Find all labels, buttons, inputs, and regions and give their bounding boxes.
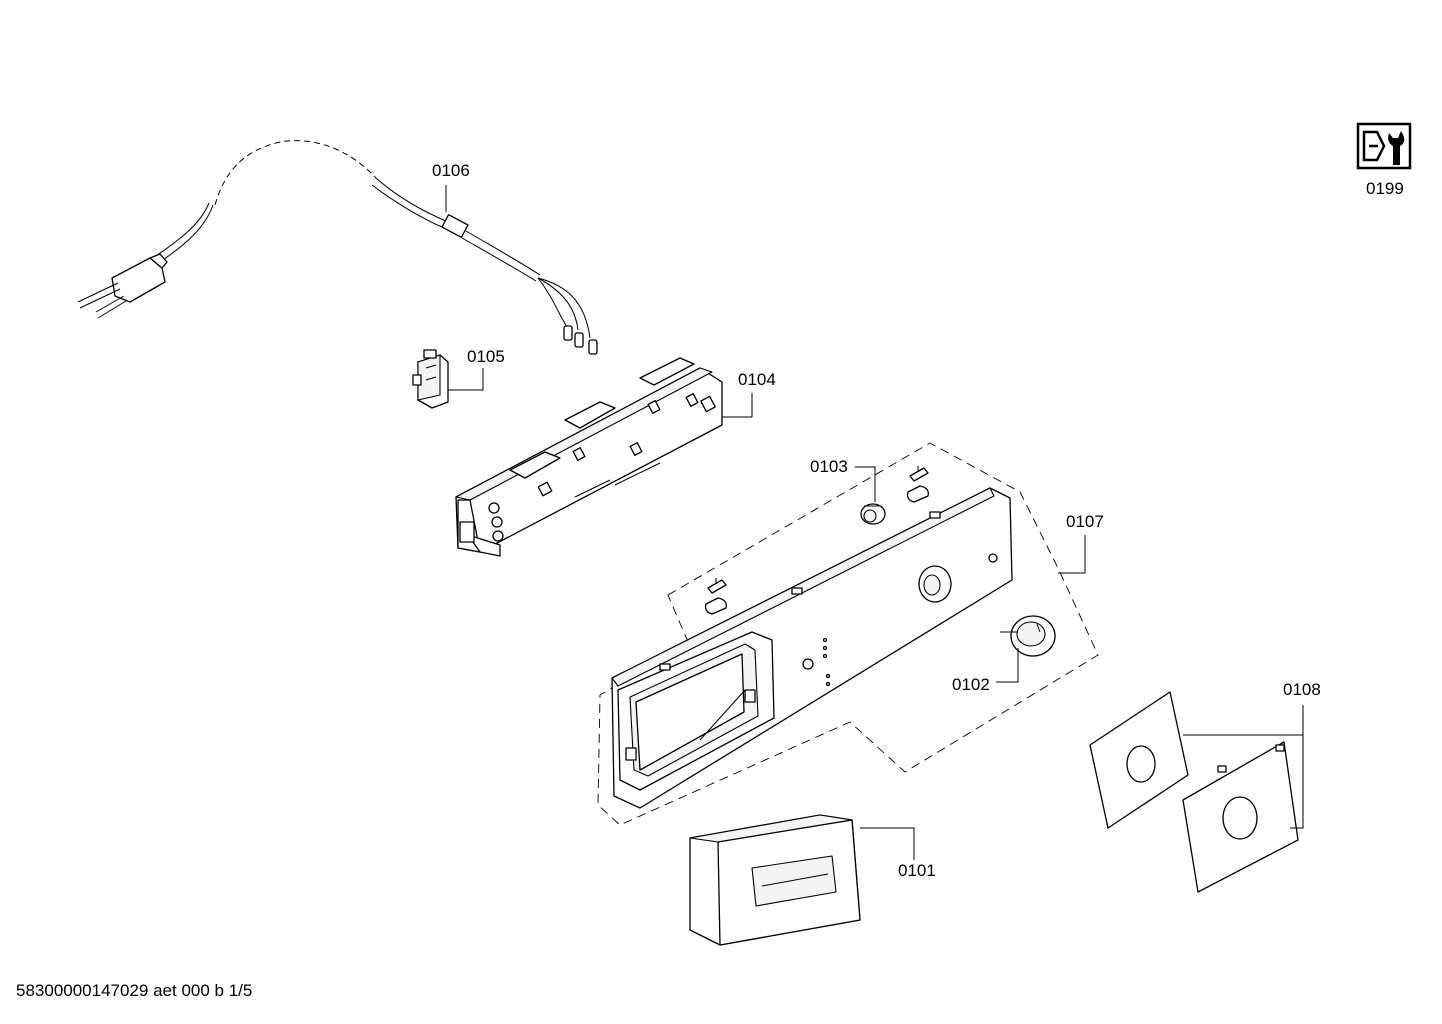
rotary-knob-part[interactable] — [1000, 615, 1056, 657]
control-panel-part[interactable] — [611, 487, 1013, 809]
selector-cap-part[interactable] — [860, 503, 886, 525]
label-0101: 0101 — [898, 861, 936, 880]
label-0108: 0108 — [1283, 680, 1321, 699]
label-0107: 0107 — [1066, 512, 1104, 531]
label-0102: 0102 — [952, 675, 990, 694]
drawer-handle-part[interactable] — [689, 814, 861, 946]
cover-plate-part[interactable] — [1089, 691, 1299, 893]
tool-wrench-icon[interactable] — [1356, 122, 1412, 170]
label-0199: 0199 — [1366, 179, 1404, 198]
document-reference: 58300000147029 aet 000 b 1/5 — [16, 981, 253, 1000]
label-0103: 0103 — [810, 457, 848, 476]
light-guide-part[interactable] — [704, 466, 929, 615]
label-0104: 0104 — [738, 370, 776, 389]
label-0106: 0106 — [432, 161, 470, 180]
label-0105: 0105 — [467, 347, 505, 366]
electronic-module-part[interactable] — [455, 357, 723, 557]
power-cord-part[interactable] — [77, 140, 598, 355]
connector-part[interactable] — [412, 349, 449, 409]
